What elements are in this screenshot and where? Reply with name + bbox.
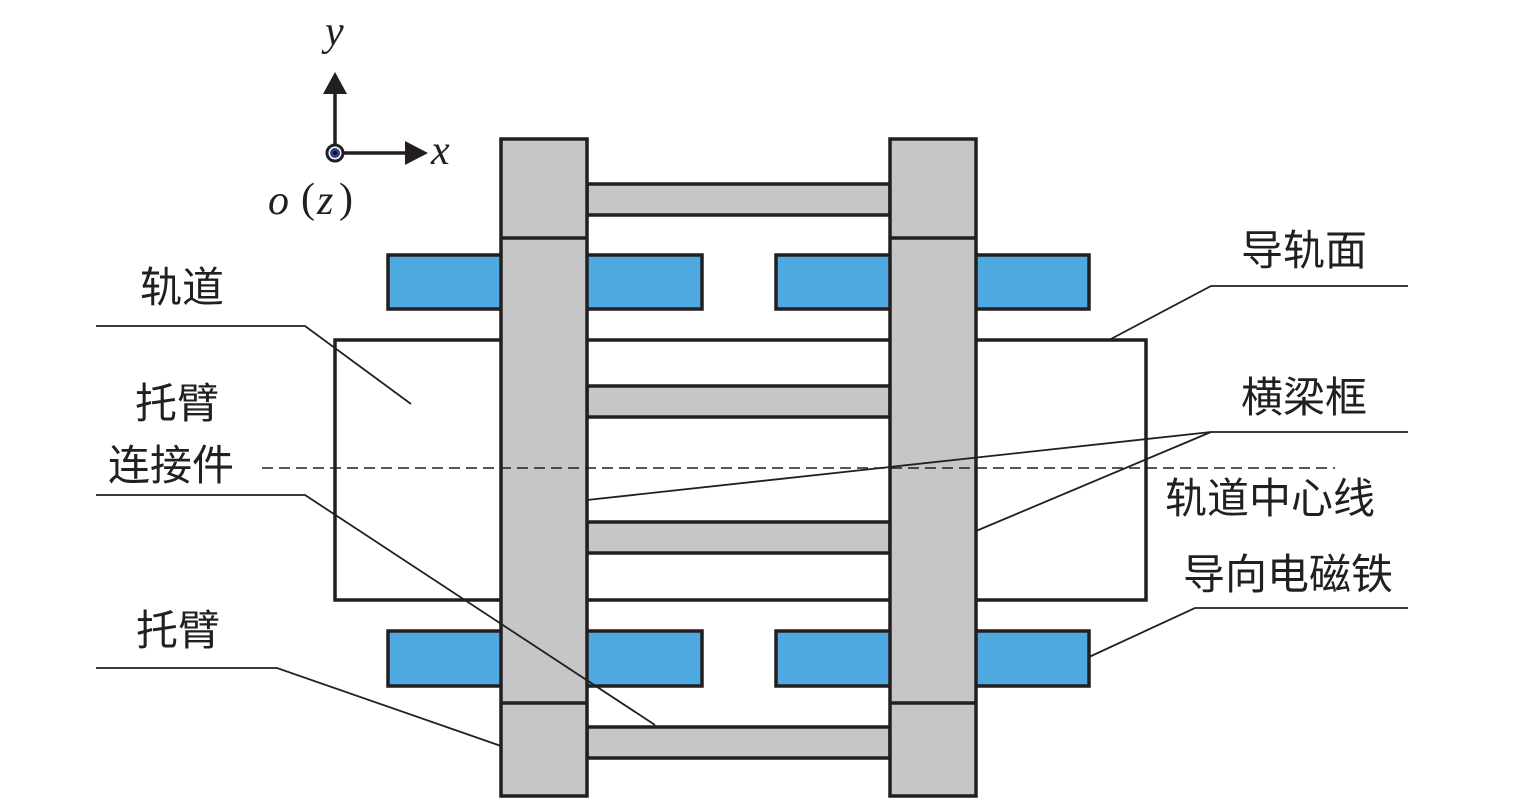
leader-track — [96, 325, 412, 405]
leader-bracket-connector — [96, 494, 656, 726]
crossbar-4 — [585, 725, 892, 760]
z-paren-open: ( — [301, 176, 315, 222]
origin-label: o — [268, 178, 289, 224]
labels: 轨道 托臂 连接件 托臂 导轨面 横梁框 轨道中心线 导向电磁铁 — [108, 226, 1393, 655]
crossbar-3 — [585, 520, 892, 555]
crossbar-1 — [585, 182, 892, 217]
label-bracket-connector-line2: 连接件 — [108, 441, 234, 490]
x-axis-arrow-icon — [405, 141, 428, 165]
leader-lines — [96, 285, 1408, 747]
x-axis-label: x — [430, 128, 450, 174]
label-guide-electromagnet: 导向电磁铁 — [1183, 550, 1393, 599]
z-axis-label: z — [316, 178, 333, 224]
leader-guide-electromagnet — [1088, 607, 1408, 658]
label-bracket-connector-line1: 托臂 — [135, 379, 219, 428]
label-guide-rail-surface: 导轨面 — [1241, 226, 1367, 275]
z-paren-close: ) — [339, 176, 353, 222]
crossbar-2 — [585, 384, 892, 419]
y-axis-arrow-icon — [323, 72, 347, 94]
label-crossbeam-frame: 横梁框 — [1241, 373, 1367, 422]
leader-bracket — [96, 667, 502, 747]
crossbeam-bars — [585, 182, 892, 760]
label-track-centerline: 轨道中心线 — [1165, 474, 1375, 523]
label-track: 轨道 — [140, 263, 224, 312]
leader-crossbeam-frame-branch — [975, 431, 1212, 532]
label-bracket: 托臂 — [136, 606, 220, 655]
coordinate-axes: y x o ( z ) — [268, 9, 450, 224]
track-rectangle — [333, 338, 1148, 602]
y-axis-label: y — [321, 9, 344, 55]
leader-guide-rail-surface — [1108, 285, 1408, 341]
z-axis-dot-center — [333, 151, 337, 155]
